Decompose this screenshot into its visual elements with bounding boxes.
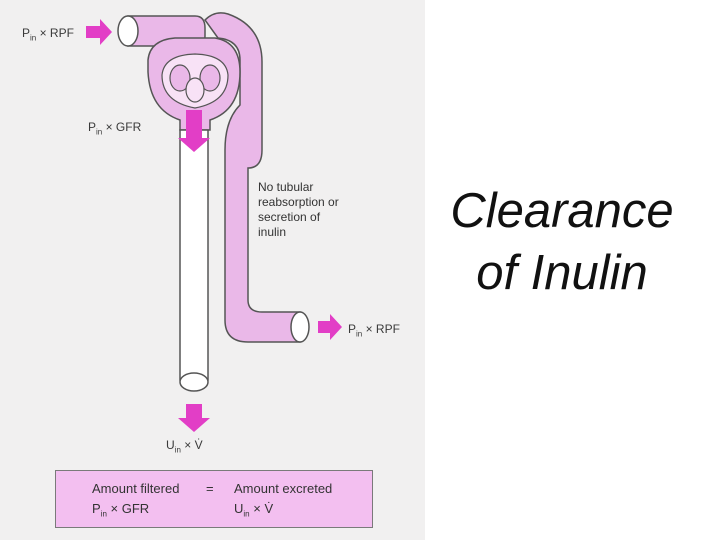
afferent-opening [117, 15, 139, 47]
label-pin-rpf-in: Pin × RPF [22, 26, 74, 43]
nephron-diagram: Pin × RPF Pin × GFR Pin × RPF Uin × V̇ N… [0, 0, 425, 540]
equals-sign: = [206, 481, 214, 496]
uin-v-term: Uin × V̇ [234, 501, 274, 519]
glomerulus-loop [169, 64, 191, 92]
tubule-opening [179, 372, 209, 392]
efferent-opening [290, 311, 310, 343]
title-line-1: Clearance [450, 184, 674, 238]
pin-gfr-term: Pin × GFR [92, 501, 150, 519]
arrow-gfr [178, 110, 210, 152]
amount-excreted-label: Amount excreted [234, 481, 333, 496]
equation-box: Amount filtered = Amount excreted Pin × … [55, 470, 373, 528]
no-reabsorption-note: No tubular reabsorption or secretion of … [258, 180, 339, 239]
efferent-arteriole [204, 12, 301, 343]
label-pin-gfr: Pin × GFR [88, 120, 142, 137]
arrow-in-rpf [86, 19, 112, 45]
label-pin-rpf-out: Pin × RPF [348, 322, 400, 339]
title-line-2: of Inulin [476, 246, 648, 300]
glomerulus-loop [185, 77, 205, 103]
glomerulus-loop [199, 64, 221, 92]
label-uin-v: Uin × V̇ [166, 438, 203, 455]
tubule [179, 129, 209, 381]
nephron-drawing [86, 12, 342, 432]
arrow-out-rpf [318, 314, 342, 340]
arrow-urine [178, 404, 210, 432]
slide-title: Clearance of Inulin [432, 180, 692, 304]
amount-filtered-label: Amount filtered [92, 481, 180, 496]
